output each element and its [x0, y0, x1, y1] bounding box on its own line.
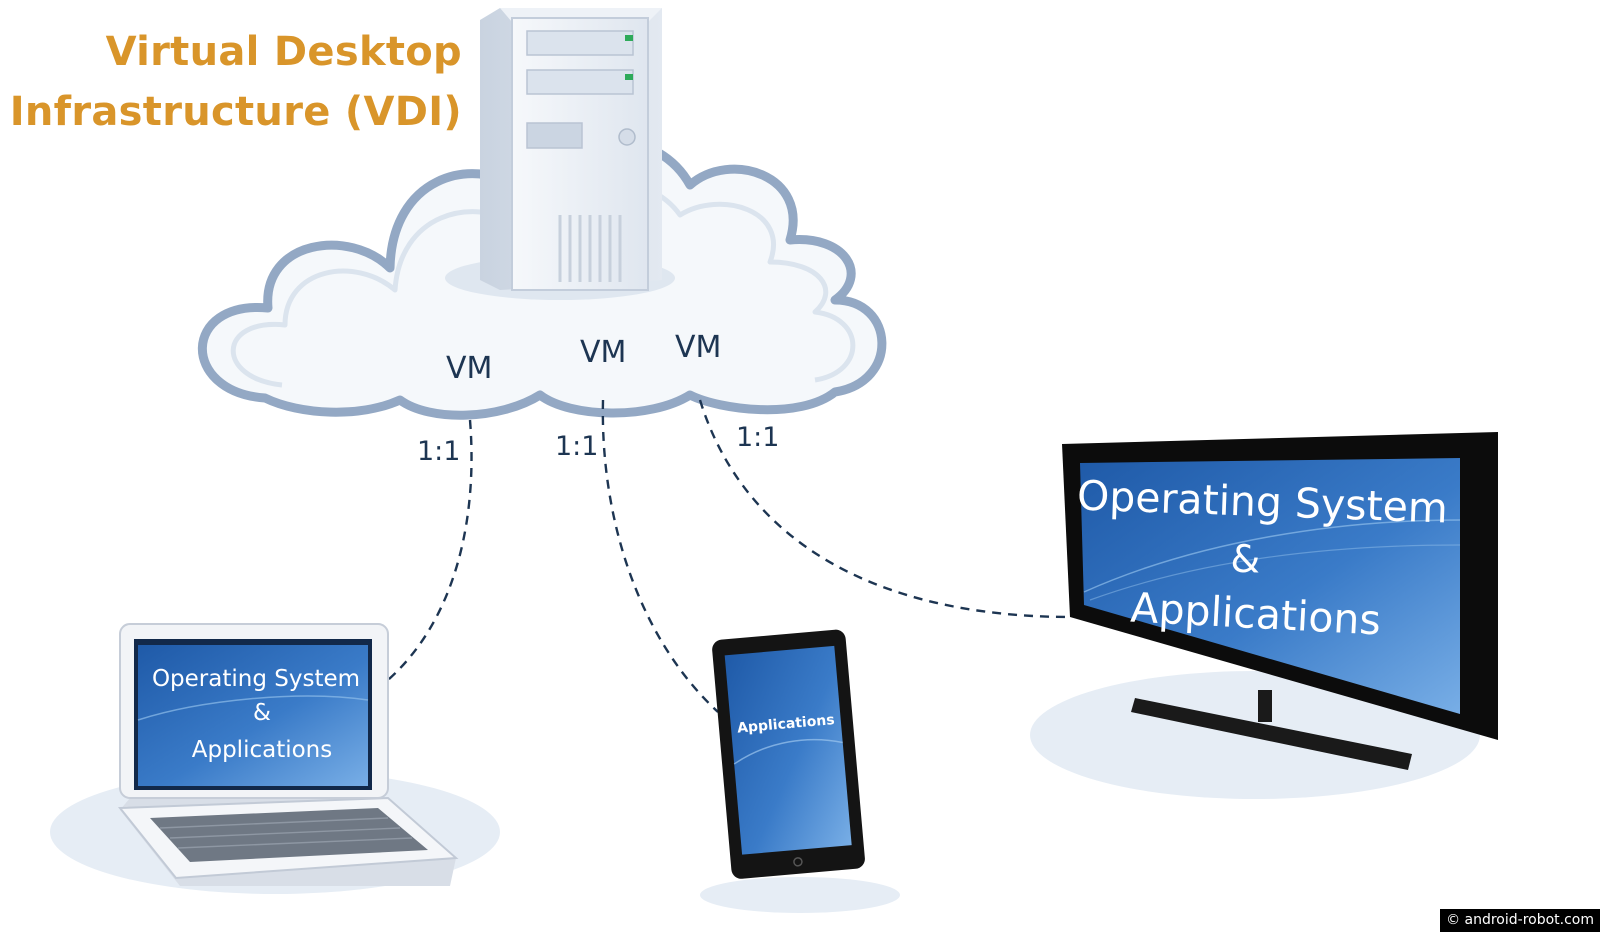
- title-line-1: Virtual Desktop: [105, 29, 462, 75]
- vm-label-2: VM: [580, 335, 626, 370]
- server-tower-icon: [445, 8, 675, 300]
- title-line-2: Infrastructure (VDI): [9, 89, 462, 135]
- tv-icon: [1062, 432, 1498, 770]
- laptop-icon: [117, 623, 459, 886]
- copyright-credit: © android-robot.com: [1440, 909, 1600, 932]
- vm-label-3: VM: [675, 330, 721, 365]
- connection-line-laptop: [387, 419, 473, 681]
- ratio-label-tv: 1:1: [736, 422, 779, 453]
- laptop-screen-line-2: &: [253, 700, 271, 726]
- vm-label-1: VM: [446, 351, 492, 386]
- ratio-label-tablet: 1:1: [555, 431, 598, 462]
- laptop-screen-line-1: Operating System: [152, 666, 360, 692]
- connection-line-tablet: [601, 399, 719, 713]
- laptop-screen-line-3: Applications: [192, 737, 333, 763]
- ratio-label-laptop: 1:1: [417, 436, 460, 467]
- diagram-title: Virtual Desktop Infrastructure (VDI): [0, 22, 462, 142]
- tablet-icon: Applications: [712, 629, 865, 879]
- tv-screen-line-2: &: [1230, 537, 1261, 582]
- tablet-shadow: [700, 877, 900, 913]
- connection-line-tv: [698, 399, 1069, 619]
